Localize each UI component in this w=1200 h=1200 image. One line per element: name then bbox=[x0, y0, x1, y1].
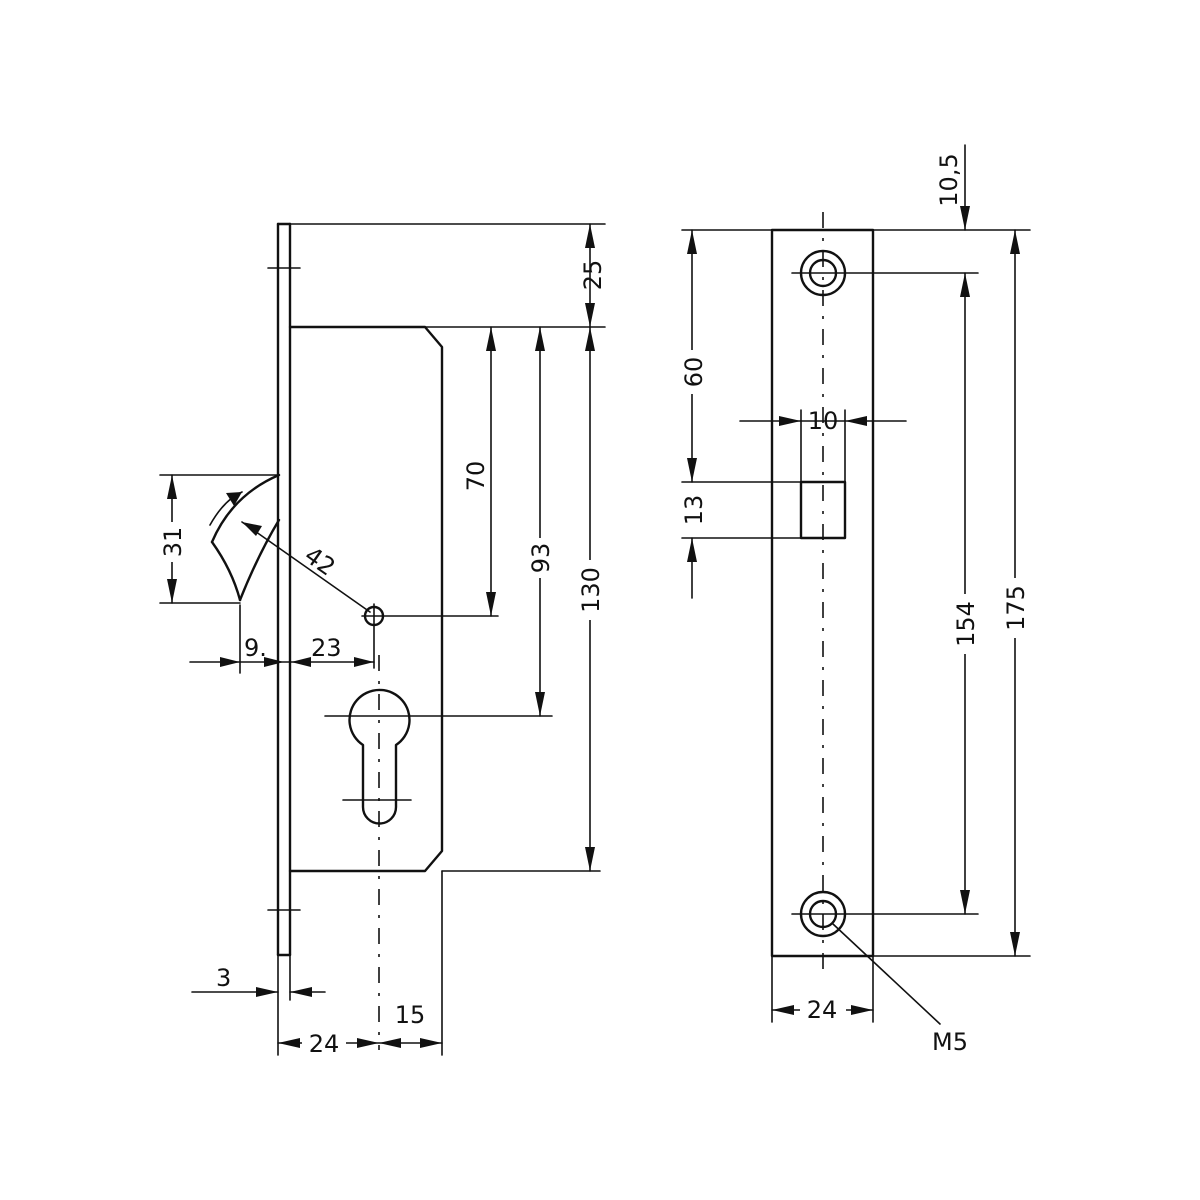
dim-70: 70 bbox=[462, 461, 490, 492]
thread-label: M5 bbox=[932, 1028, 968, 1056]
dim-10: 10 bbox=[808, 407, 839, 435]
faceplate-strip bbox=[267, 222, 301, 957]
lock-case bbox=[288, 325, 601, 873]
dim-70-line: 70 bbox=[462, 326, 496, 617]
dim-154: 154 bbox=[952, 601, 980, 647]
lock-body-view: 42 25 70 93 bbox=[159, 222, 607, 1058]
dim-42: 42 bbox=[299, 541, 340, 581]
dim-175: 175 bbox=[1002, 585, 1030, 631]
dim-9-23-line: 9. 23 bbox=[189, 604, 375, 674]
dim-10-5-line: 10,5 bbox=[872, 144, 1031, 231]
dim-23: 23 bbox=[311, 634, 342, 662]
thread-callout: M5 bbox=[832, 923, 968, 1056]
radius-dimension: 42 bbox=[241, 521, 371, 613]
dim-10-line: 10 bbox=[739, 407, 907, 435]
dim-13: 13 bbox=[680, 495, 708, 526]
dim-25: 25 bbox=[579, 260, 607, 291]
dim-93: 93 bbox=[527, 543, 555, 574]
dim-15: 15 bbox=[395, 1001, 426, 1029]
dim-60-line: 60 bbox=[679, 229, 773, 483]
top-screw-hole bbox=[791, 249, 979, 297]
dim-31-line: 31 bbox=[159, 474, 280, 604]
dim-60: 60 bbox=[680, 357, 708, 388]
dim-24-plate: 24 bbox=[807, 996, 838, 1024]
dim-3: 3 bbox=[216, 964, 231, 992]
dim-10-5: 10,5 bbox=[935, 153, 963, 206]
dim-24-plate-line: 24 bbox=[771, 955, 874, 1024]
dim-175-line: 175 bbox=[872, 229, 1031, 957]
dim-154-line: 154 bbox=[952, 272, 980, 915]
dim-130: 130 bbox=[577, 567, 605, 613]
dim-130-line: 130 bbox=[577, 326, 605, 872]
cylinder-cutout bbox=[324, 655, 553, 1050]
pivot-point bbox=[361, 603, 499, 669]
dim-24-15-line: 24 15 bbox=[277, 870, 443, 1058]
dim-9: 9. bbox=[244, 634, 267, 662]
dim-25-line: 25 bbox=[579, 223, 607, 328]
faceplate-view: 10,5 60 13 10 bbox=[679, 144, 1031, 1056]
dim-24-body: 24 bbox=[309, 1030, 340, 1058]
bolt-opening bbox=[799, 409, 847, 540]
bottom-screw-hole bbox=[791, 890, 979, 938]
dim-13-line: 13 bbox=[680, 481, 802, 599]
hook-bolt bbox=[209, 473, 281, 602]
dim-93-line: 93 bbox=[527, 326, 555, 717]
dim-3-line: 3 bbox=[191, 954, 326, 1056]
dim-31: 31 bbox=[159, 527, 187, 558]
